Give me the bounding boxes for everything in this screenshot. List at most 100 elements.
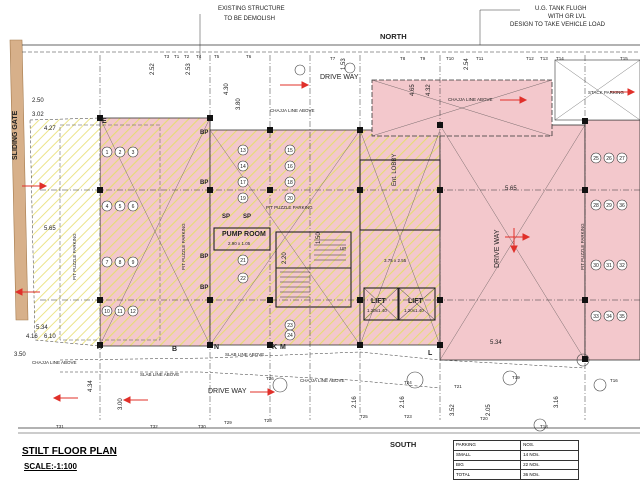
chajja-line-2: CHAJJA LINE ABOVE: [448, 97, 493, 102]
bp-tag-3: BP: [200, 254, 209, 260]
dim-2-16-b: 2.16: [400, 396, 406, 408]
legend-row: SMALL 14 NOs.: [452, 449, 579, 461]
legend-cell: 22 NOs.: [520, 459, 579, 471]
tag-t12: T12: [526, 56, 534, 61]
tag-t4: T4: [196, 54, 202, 59]
existing-structure-note: EXISTING STRUCTURE: [218, 6, 285, 12]
pit-puzzle-right: PIT PUZZLE PARKING: [580, 223, 585, 270]
parking-slot-circle: [101, 305, 113, 317]
dim-4-16: 4.16: [26, 334, 38, 340]
parking-slot-circle: [603, 310, 615, 322]
parking-slot-circle: [101, 256, 113, 268]
dim-2-54: 2.54: [464, 58, 470, 70]
grid-n: N: [214, 344, 220, 351]
legend-header-parking: PARKING: [452, 440, 522, 451]
parking-slot-circle: [237, 272, 249, 284]
dim-3-52: 3.52: [450, 404, 456, 416]
grid-a: A: [97, 344, 103, 351]
tag-t32: T32: [150, 424, 158, 429]
tag-t19: T19: [512, 375, 520, 380]
parking-slot-number: 6: [132, 204, 135, 210]
sp-tag-2: SP: [243, 214, 252, 220]
parking-slot-number: 36: [619, 203, 625, 209]
parking-slot-circle: [284, 160, 296, 172]
lobby-dim: 3.75 x 2.55: [384, 258, 407, 263]
parking-slot-circle: [603, 199, 615, 211]
legend-cell: SMALL: [452, 449, 522, 461]
parking-slot-number: 25: [593, 156, 599, 162]
dim-2-16-a: 2.16: [352, 396, 358, 408]
dim-4-34: 4.34: [88, 380, 94, 392]
chajja-line-4: CHAJJA LINE ABOVE: [300, 378, 345, 383]
legend-row: BIG 22 NOs.: [452, 459, 579, 471]
parking-slot-number: 21: [240, 258, 246, 264]
dim-5-65: 5.65: [44, 226, 56, 232]
dim-3-50: 3.50: [14, 352, 26, 358]
legend-row: TOTAL 36 NOs.: [452, 469, 579, 480]
grid-e: E: [102, 118, 107, 125]
tag-t7: T7: [330, 56, 336, 61]
dim-2-05: 2.05: [486, 404, 492, 416]
parking-slot-number: 3: [132, 150, 135, 156]
dim-2-52: 2.52: [150, 63, 156, 75]
parking-slot-circle: [237, 254, 249, 266]
tag-t26: T26: [266, 376, 274, 381]
parking-slot-number: 18: [287, 180, 293, 186]
dim-2-20: 2.20: [282, 252, 288, 264]
parking-slot-circle: [590, 152, 602, 164]
entry-hatch-left: [29, 117, 101, 347]
dim-1-50: 1.50: [316, 232, 322, 244]
parking-slot-number: 22: [240, 276, 246, 282]
parking-slot-circle: [101, 146, 113, 158]
dim-5-34: 5.34: [36, 325, 48, 331]
grid-l: L: [428, 350, 433, 357]
legend-cell: BIG: [452, 459, 522, 471]
parking-slot-number: 31: [606, 263, 612, 269]
grid-m: M: [280, 344, 286, 351]
lift-1-dim: 1.20x1.40: [367, 308, 387, 313]
legend-header-nos: NOS.: [520, 440, 579, 451]
dim-2-53: 2.53: [186, 63, 192, 75]
parking-slot-number: 5: [119, 204, 122, 210]
tag-t1: T1: [174, 54, 180, 59]
tag-t2: T2: [184, 54, 190, 59]
north-label: NORTH: [380, 32, 407, 41]
parking-slot-circle: [237, 192, 249, 204]
slab-line-1: SLAB LINE ABOVE: [225, 352, 265, 357]
tag-t16: T16: [610, 378, 618, 383]
tag-t18: T18: [540, 424, 548, 429]
tag-t28: T28: [264, 418, 272, 423]
legend-cell: 36 NOs.: [520, 469, 579, 480]
traffic-arrows: [14, 81, 636, 404]
slab-line-2: SLAB LINE ABOVE: [140, 372, 180, 377]
tag-t25: T25: [360, 414, 368, 419]
structural-columns: [97, 115, 588, 362]
stack-parking-label: STACK PARKING: [588, 90, 624, 95]
tag-t11: T11: [476, 56, 484, 61]
parking-slot-circle: [114, 200, 126, 212]
parking-slot-circle: [114, 256, 126, 268]
dim-5-34-right: 5.34: [490, 340, 502, 346]
south-label: SOUTH: [390, 440, 417, 449]
parking-slot-number: 2: [119, 150, 122, 156]
site-boundary-strip: [9, 39, 29, 321]
parking-slot-circle: [127, 146, 139, 158]
dim-4-30: 4.30: [224, 83, 230, 95]
parking-slot-circle: [237, 144, 249, 156]
parking-slot-number: 28: [593, 203, 599, 209]
pit-puzzle-far-left: PIT PUZZLE PARKING: [72, 233, 77, 280]
tag-t8: T8: [400, 56, 406, 61]
tag-t15: T15: [620, 56, 628, 61]
parking-slot-number: 7: [106, 260, 109, 266]
parking-slot-circle: [616, 152, 628, 164]
parking-slot-circle: [616, 310, 628, 322]
drive-way-bottom: DRIVE WAY: [208, 388, 247, 395]
staircase: [280, 239, 346, 298]
tag-t10: T10: [446, 56, 454, 61]
dim-3-00: 3.00: [118, 398, 124, 410]
parking-slot-circle: [284, 144, 296, 156]
bp-tag-4: BP: [200, 285, 209, 291]
tag-t6: T6: [246, 54, 252, 59]
tag-t3: T3: [164, 54, 170, 59]
